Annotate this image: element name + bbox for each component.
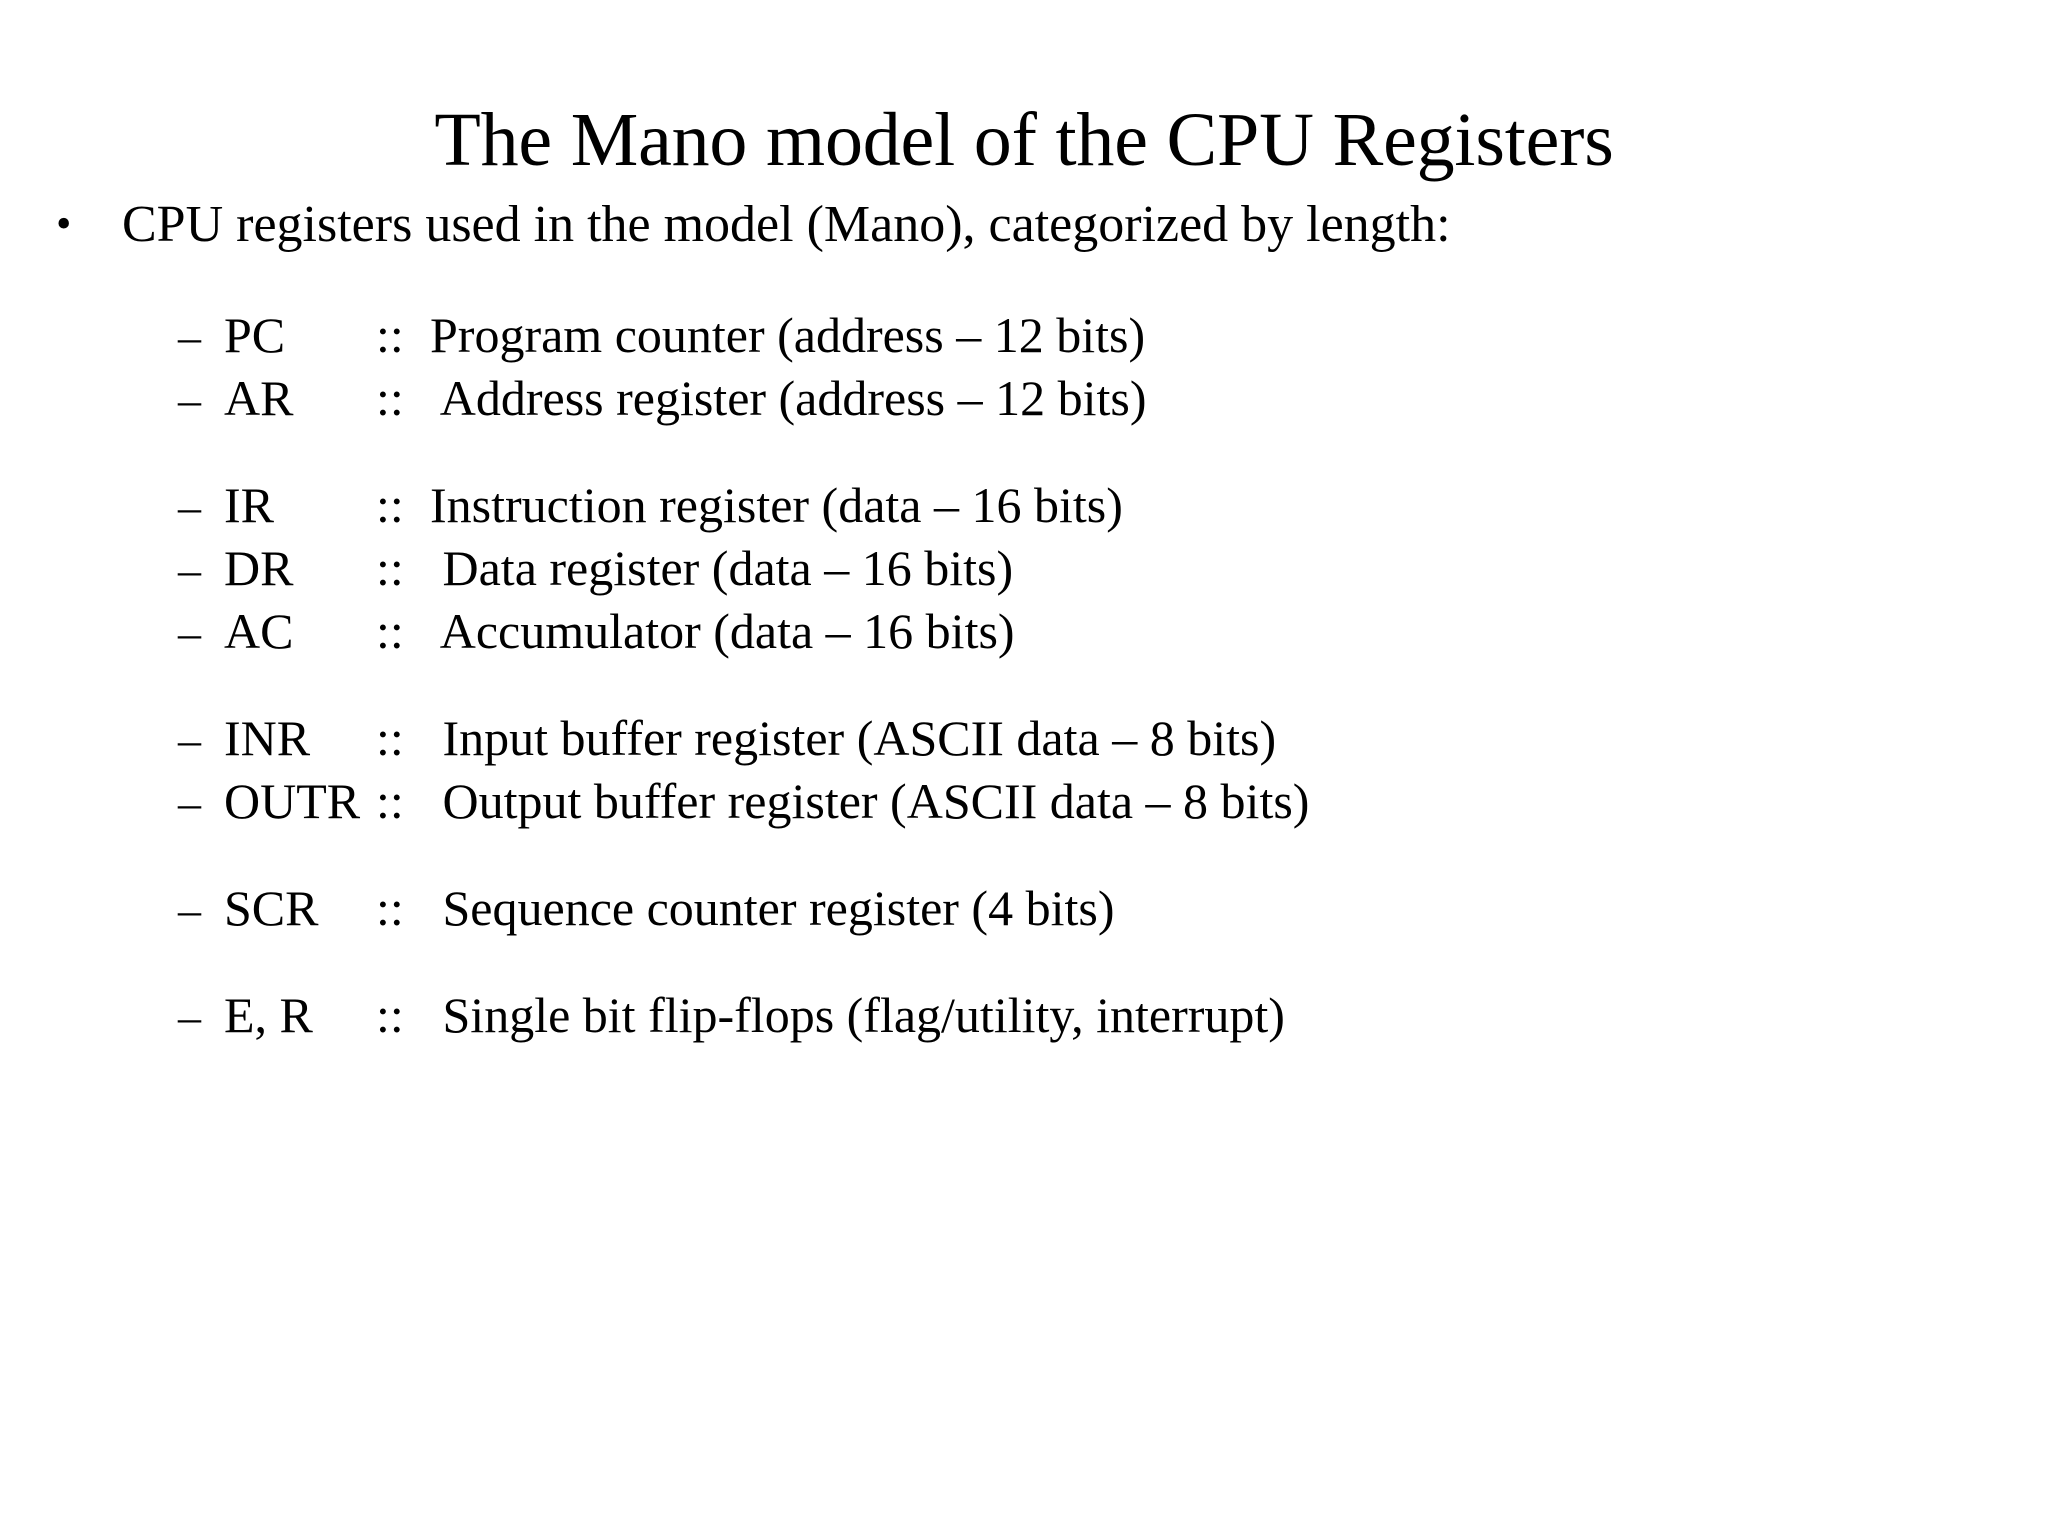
register-group-sequence-counter: – SCR :: Sequence counter register (4 bi…	[56, 877, 2016, 940]
register-group-data-registers: – IR :: Instruction register (data – 16 …	[56, 474, 2016, 663]
register-name: DR	[224, 540, 294, 597]
dash-bullet-icon: –	[178, 544, 201, 596]
register-description: Input buffer register (ASCII data – 8 bi…	[430, 710, 1277, 767]
dash-bullet-icon: –	[178, 374, 201, 426]
dash-bullet-icon: –	[178, 884, 201, 936]
list-item: – IR :: Instruction register (data – 16 …	[56, 474, 2016, 537]
register-separator: ::	[376, 307, 404, 364]
register-name: OUTR	[224, 773, 361, 830]
register-group-flip-flops: – E, R :: Single bit flip-flops (flag/ut…	[56, 984, 2016, 1047]
register-description: Single bit flip-flops (flag/utility, int…	[430, 987, 1285, 1044]
main-bullet-text: CPU registers used in the model (Mano), …	[122, 196, 1451, 253]
page-title: The Mano model of the CPU Registers	[434, 97, 1614, 182]
dash-bullet-icon: –	[178, 991, 201, 1043]
register-description: Address register (address – 12 bits)	[430, 370, 1147, 427]
register-separator: ::	[376, 540, 404, 597]
register-name: E, R	[224, 987, 313, 1044]
register-separator: ::	[376, 603, 404, 660]
list-item: – E, R :: Single bit flip-flops (flag/ut…	[56, 984, 2016, 1047]
register-description: Program counter (address – 12 bits)	[430, 307, 1146, 364]
register-description: Output buffer register (ASCII data – 8 b…	[430, 773, 1310, 830]
register-name: PC	[224, 307, 286, 364]
list-item: – AR :: Address register (address – 12 b…	[56, 367, 2016, 430]
dash-bullet-icon: –	[178, 481, 201, 533]
dash-bullet-icon: –	[178, 777, 201, 829]
dash-bullet-icon: –	[178, 714, 201, 766]
register-group-address-registers: PC – PC :: Program counter (address – 12…	[56, 304, 2016, 430]
register-separator: ::	[376, 370, 404, 427]
register-name: SCR	[224, 880, 319, 937]
register-name: INR	[224, 710, 311, 767]
register-description: Data register (data – 16 bits)	[430, 540, 1014, 597]
register-name: AR	[224, 370, 294, 427]
register-group-io-buffer-registers: – INR :: Input buffer register (ASCII da…	[56, 707, 2016, 833]
list-item: – AC :: Accumulator (data – 16 bits)	[56, 600, 2016, 663]
bullet-dot-icon: •	[56, 199, 72, 248]
list-item: – SCR :: Sequence counter register (4 bi…	[56, 877, 2016, 940]
register-description: Instruction register (data – 16 bits)	[430, 477, 1123, 534]
register-description: Accumulator (data – 16 bits)	[430, 603, 1015, 660]
register-name: IR	[224, 477, 274, 534]
list-item: – OUTR :: Output buffer register (ASCII …	[56, 770, 2016, 833]
register-separator: ::	[376, 477, 404, 534]
list-item: – DR :: Data register (data – 16 bits)	[56, 537, 2016, 600]
register-separator: ::	[376, 710, 404, 767]
list-item: – INR :: Input buffer register (ASCII da…	[56, 707, 2016, 770]
dash-bullet-icon: –	[178, 607, 201, 659]
register-description: Sequence counter register (4 bits)	[430, 880, 1115, 937]
register-separator: ::	[376, 773, 404, 830]
list-item: PC – PC :: Program counter (address – 12…	[56, 304, 2016, 367]
dash-bullet-icon: –	[178, 311, 201, 363]
register-separator: ::	[376, 880, 404, 937]
register-separator: ::	[376, 987, 404, 1044]
main-bullet-item: • CPU registers used in the model (Mano)…	[56, 196, 2016, 254]
slide-body: • CPU registers used in the model (Mano)…	[56, 196, 2016, 1047]
register-name: AC	[224, 603, 294, 660]
